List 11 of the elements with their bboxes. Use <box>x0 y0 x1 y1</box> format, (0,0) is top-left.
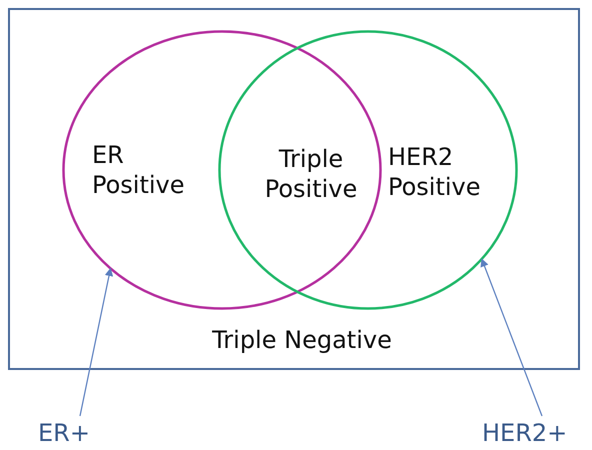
callout-label: ER+ <box>38 418 91 448</box>
callout-label: HER2+ <box>482 418 568 448</box>
leader-line <box>480 258 543 416</box>
region-label: Triple Negative <box>211 325 393 355</box>
her2-circle <box>218 30 518 310</box>
leader-line <box>79 268 114 416</box>
region-label: ER Positive <box>92 140 186 200</box>
region-label: Triple Positive <box>264 144 358 204</box>
er-circle <box>62 30 382 310</box>
region-label: HER2 Positive <box>388 142 482 202</box>
universe-rectangle <box>8 8 580 370</box>
